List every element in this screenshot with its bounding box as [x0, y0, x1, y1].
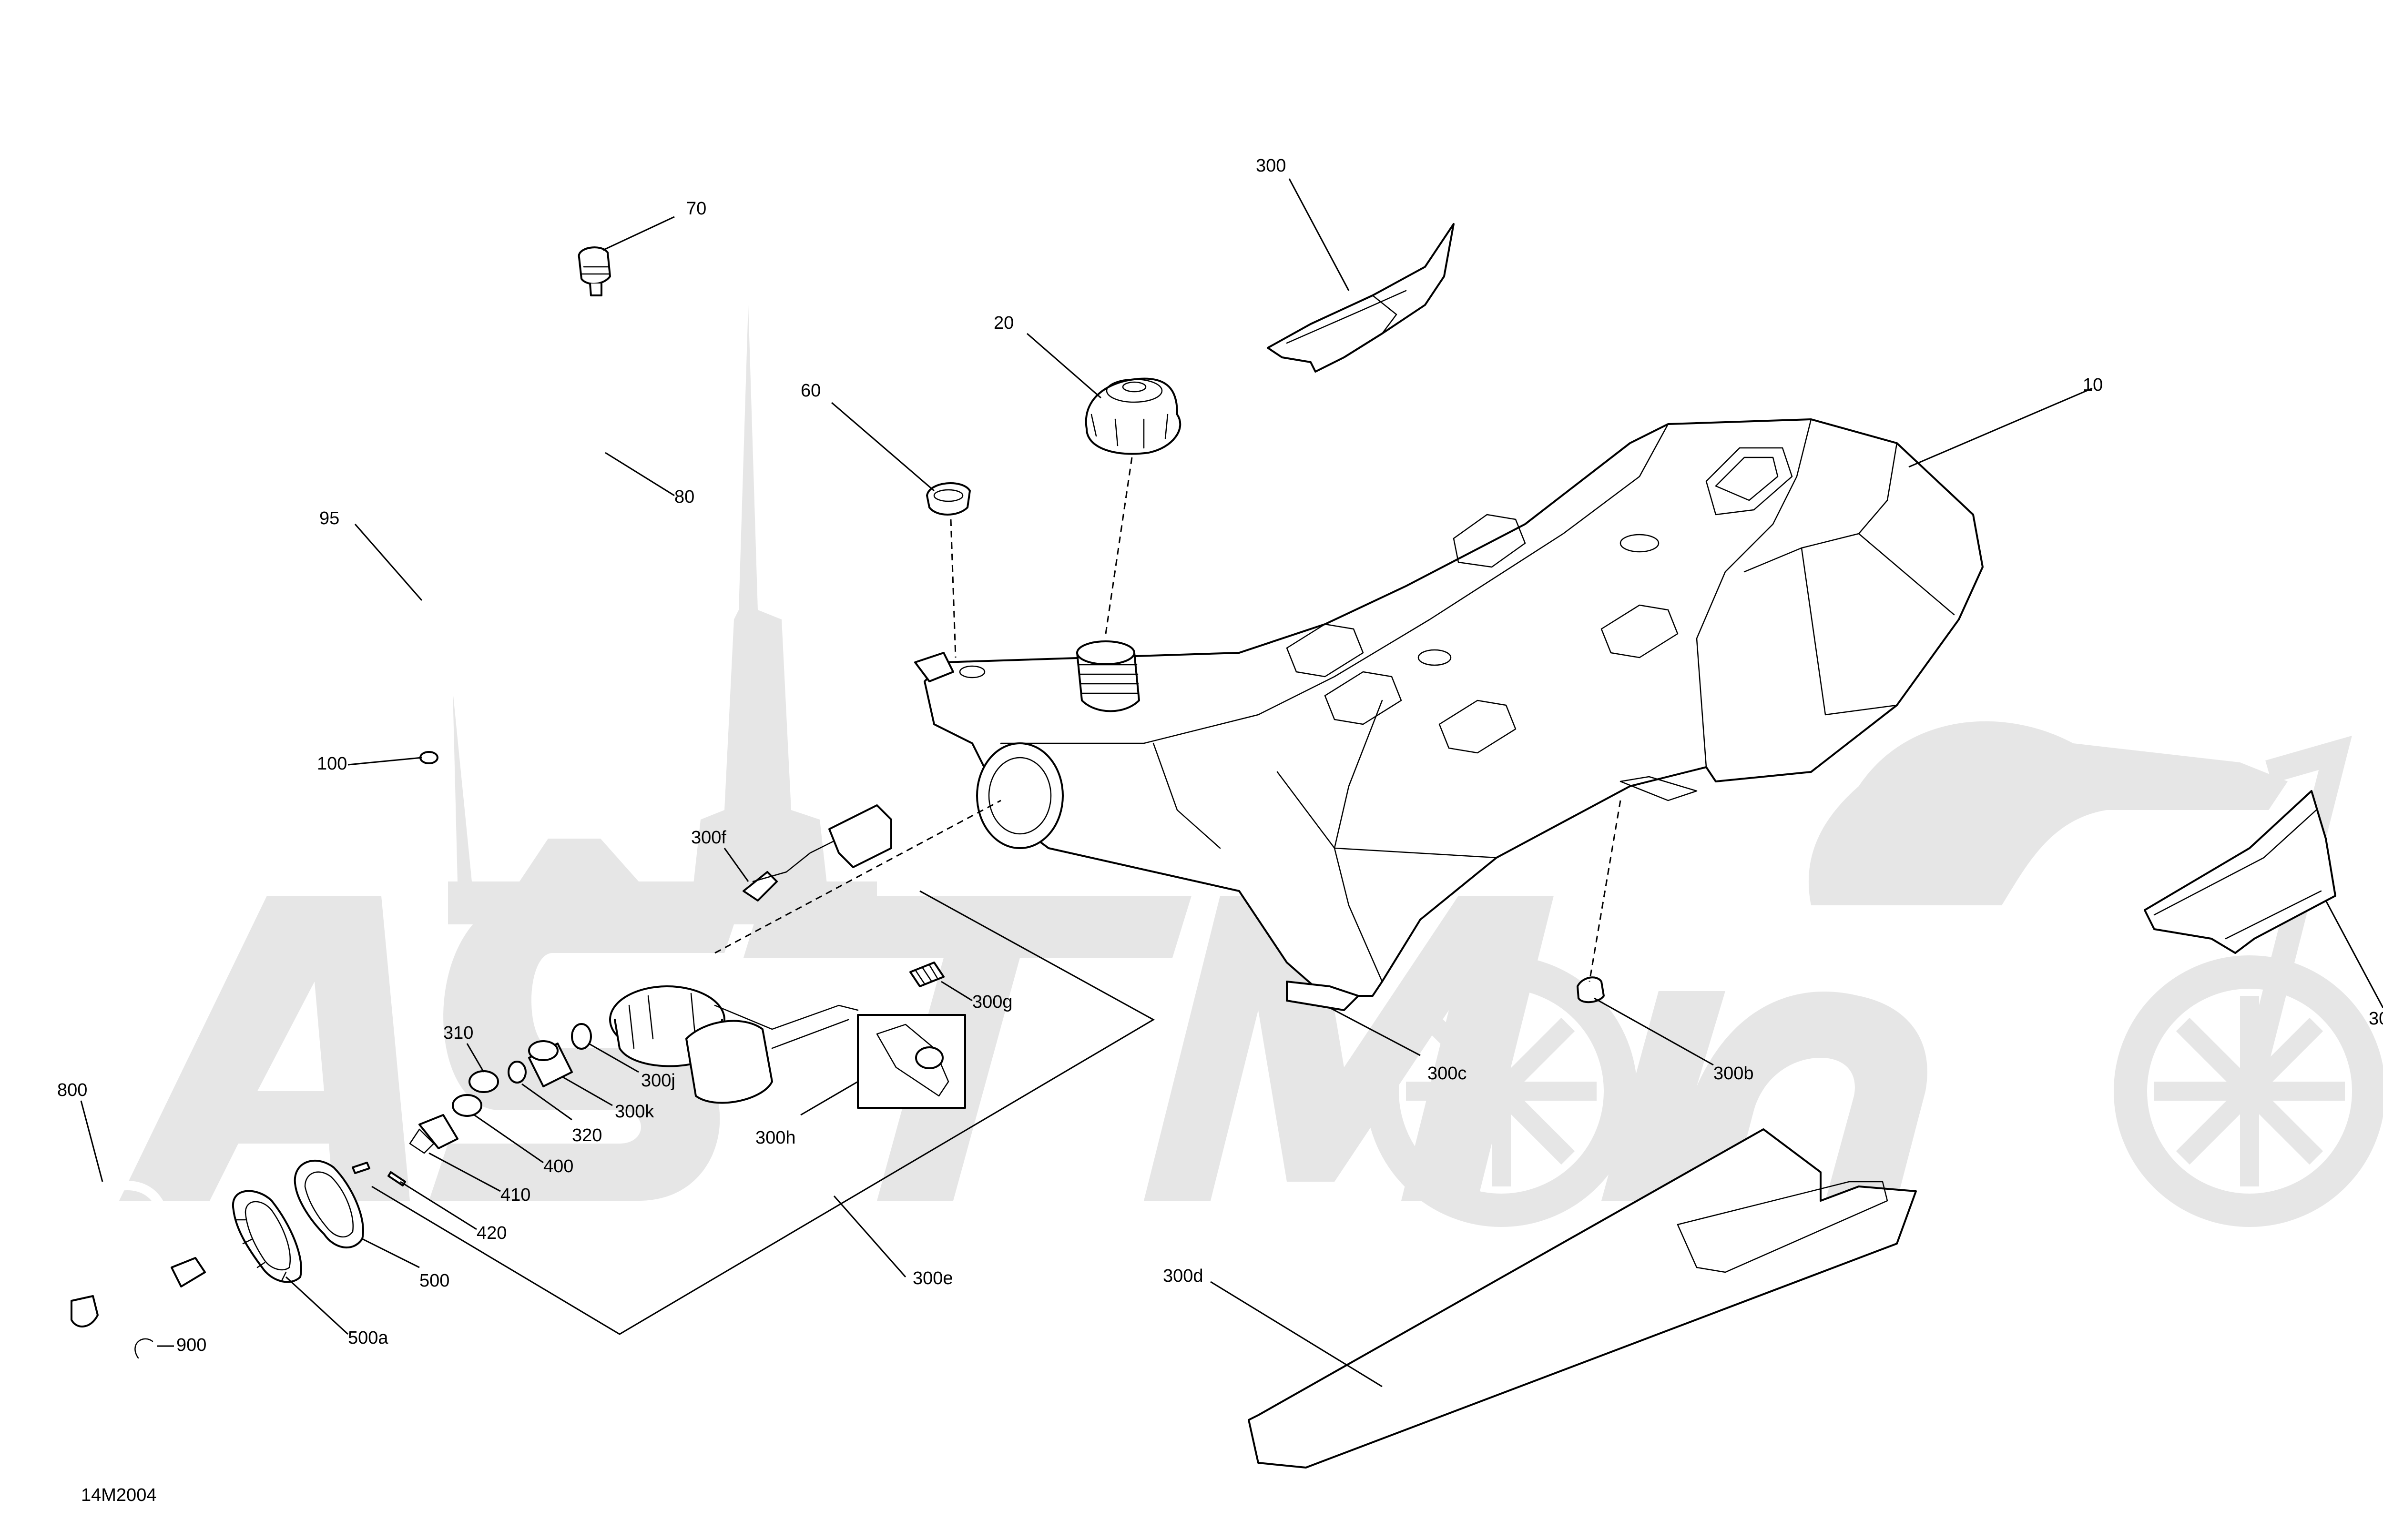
callout-500a: 900 — [176, 1335, 206, 1355]
callout-300e: 410 — [500, 1185, 530, 1205]
callout-410: 300a — [2369, 1009, 2383, 1029]
fuel-line-part-500 — [58, 1181, 206, 1327]
gasket-part-320 — [294, 1159, 364, 1248]
watermark-logo — [119, 305, 2383, 1227]
callout-300h: 420 — [477, 1223, 507, 1243]
callout-300j: 300f — [691, 828, 726, 848]
callout-95: 100 — [317, 754, 347, 774]
valve-part-60 — [578, 246, 611, 296]
callout-900: 300c — [1427, 1064, 1466, 1084]
callout-420: 300b — [1713, 1064, 1754, 1084]
level-sender-part-300j — [743, 804, 892, 902]
callout-800: 300d — [1163, 1266, 1203, 1286]
hose-part-100 — [408, 516, 461, 766]
ring-part-300f — [468, 1070, 499, 1093]
callout-310: 500a — [348, 1328, 388, 1348]
side-shield-part-410 — [2144, 790, 2336, 954]
callout-300f: 310 — [443, 1023, 473, 1043]
callout-300c: 300k — [615, 1102, 654, 1122]
callout-100: 95 — [319, 508, 339, 528]
diagram-code: 14M2004 — [81, 1485, 156, 1505]
callout-20: 20 — [994, 313, 1014, 333]
callout-500: 800 — [57, 1080, 87, 1100]
lock-ring-part-310 — [232, 1190, 302, 1283]
callout-320: 500 — [419, 1271, 449, 1291]
nut-part-420 — [1577, 976, 1605, 1003]
oring-part-300b — [571, 1023, 592, 1050]
callout-300k: 300g — [972, 992, 1013, 1012]
regulator-inset-part-300a — [857, 1014, 966, 1109]
fuel-pump-part-300 — [609, 985, 859, 1104]
fuel-cap-part-20 — [1085, 377, 1181, 455]
callout-300a: 300h — [755, 1128, 796, 1148]
heat-shield-part-400 — [1267, 223, 1455, 373]
sleeve-part-300c — [528, 1040, 573, 1087]
callout-300g: 400 — [543, 1156, 573, 1176]
clamp-part-95 — [419, 751, 438, 764]
breather-hose-part-80 — [534, 306, 638, 804]
filter-part-300k — [909, 962, 945, 987]
valve-part-300e — [409, 1114, 458, 1154]
ring-part-300d — [508, 1061, 527, 1084]
callout-300b: 300j — [641, 1071, 675, 1091]
label-part-900 — [1286, 981, 1359, 1011]
clip-part-500a — [134, 1338, 153, 1359]
fuel-tank-part-10 — [914, 418, 1984, 997]
grommet-part-70 — [926, 482, 971, 516]
callout-70: 60 — [801, 381, 821, 401]
callout-10: 10 — [2083, 375, 2103, 395]
callout-80: 80 — [674, 487, 694, 507]
callout-60: 70 — [686, 199, 706, 219]
callout-400: 300 — [1256, 156, 1286, 176]
callout-300: 300e — [913, 1268, 953, 1288]
pad-part-800 — [1248, 1128, 1917, 1469]
ring-part-300g — [452, 1094, 482, 1117]
callout-300d: 320 — [572, 1125, 602, 1145]
